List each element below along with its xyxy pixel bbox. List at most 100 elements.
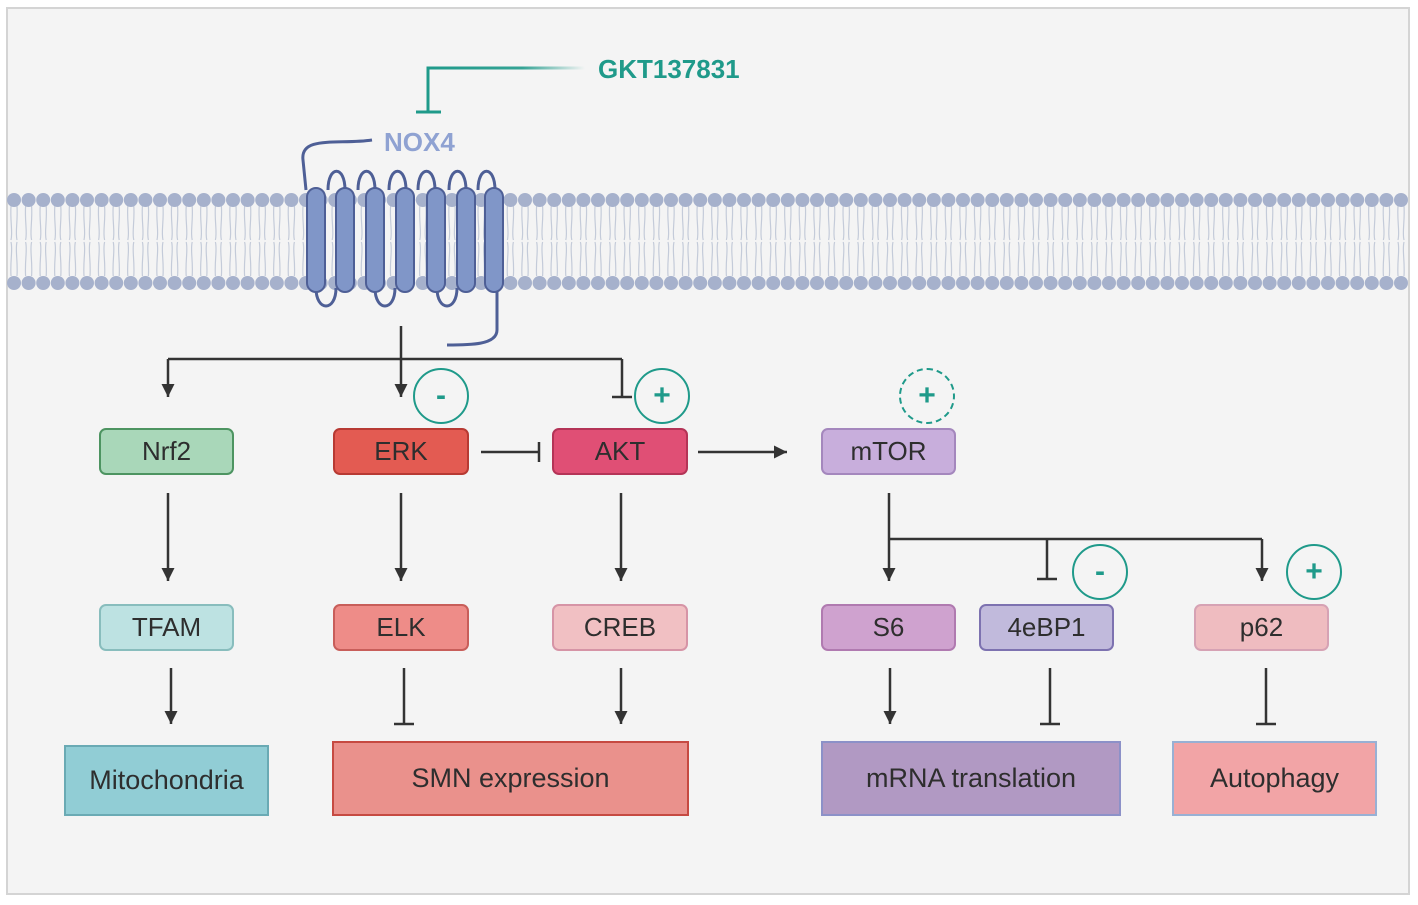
lipid-head-upper — [649, 193, 664, 207]
lipid-tail-upper — [141, 205, 150, 241]
lipid-head-upper — [766, 193, 781, 207]
lipid-head-lower — [211, 276, 226, 290]
lipid-tail-lower — [1251, 241, 1259, 277]
lipid-head-lower — [1014, 276, 1029, 290]
lipid-tail-lower — [564, 241, 573, 277]
lipid-head-lower — [634, 276, 649, 290]
lipid-head-upper — [109, 193, 124, 207]
lipid-head-lower — [1291, 276, 1306, 290]
lipid-head-lower — [65, 276, 80, 290]
lipid-head-lower — [123, 276, 138, 290]
lipid-tail-upper — [1002, 205, 1011, 241]
lipid-tail-lower — [740, 241, 748, 277]
lipid-tail-upper — [170, 205, 179, 241]
lipid-head-lower — [94, 276, 109, 290]
lipid-head-lower — [445, 276, 459, 290]
lipid-tail-lower — [535, 241, 544, 277]
transmembrane-helix — [306, 187, 326, 293]
lipid-tail-lower — [83, 241, 91, 277]
lipid-tail-upper — [1148, 205, 1157, 241]
lipid-tail-lower — [1382, 241, 1391, 277]
lipid-head-upper — [956, 193, 970, 207]
lipid-head-lower — [255, 276, 270, 290]
transmembrane-helix — [426, 187, 446, 293]
lipid-head-lower — [1321, 276, 1335, 290]
lipid-head-lower — [868, 276, 883, 290]
lipid-tail-lower — [1338, 241, 1347, 277]
lipid-tail-upper — [126, 205, 135, 241]
lipid-head-upper — [21, 193, 36, 207]
lipid-tail-lower — [1221, 241, 1230, 277]
lipid-head-upper — [1043, 193, 1058, 207]
4ebp1-node: 4eBP1 — [979, 604, 1114, 651]
lipid-tail-upper — [10, 205, 18, 241]
lipid-tail-lower — [988, 241, 997, 277]
lipid-head-lower — [1394, 276, 1408, 290]
lipid-head-lower — [153, 276, 167, 290]
lipid-tail-upper — [608, 205, 617, 241]
lipid-tail-lower — [1090, 241, 1099, 277]
lipid-head-lower — [664, 276, 678, 290]
lipid-head-upper — [182, 193, 197, 207]
lipid-head-upper — [1321, 193, 1335, 207]
lipid-head-upper — [226, 193, 240, 207]
p62-plus-badge: + — [1286, 544, 1342, 600]
lipid-tail-upper — [1294, 205, 1303, 241]
lipid-tail-lower — [871, 241, 880, 277]
lipid-head-lower — [912, 276, 927, 290]
lipid-head-upper — [941, 193, 956, 207]
lipid-tail-lower — [287, 241, 296, 277]
lipid-head-upper — [634, 193, 649, 207]
lipid-head-upper — [576, 193, 591, 207]
lipid-tail-upper — [1032, 205, 1040, 241]
edge-tfam-mito-head — [164, 711, 178, 724]
lipid-tail-upper — [83, 205, 91, 241]
lipid-tail-lower — [1207, 241, 1216, 277]
lipid-tail-upper — [827, 205, 836, 241]
lipid-tail-upper — [1192, 205, 1201, 241]
lipid-head-upper — [1145, 193, 1160, 207]
lipid-tail-lower — [1280, 241, 1289, 277]
lipid-head-lower — [532, 276, 547, 290]
lipid-tail-upper — [1382, 205, 1391, 241]
lipid-tail-lower — [959, 241, 967, 277]
pathway-edges — [161, 326, 1276, 726]
lipid-head-lower — [1233, 276, 1248, 290]
lipid-head-upper — [547, 193, 562, 207]
edge-nrf2-tfam-head — [161, 568, 175, 581]
lipid-tail-upper — [1221, 205, 1230, 241]
lipid-tail-lower — [506, 241, 515, 277]
mrna-translation-box: mRNA translation — [821, 741, 1121, 816]
lipid-tail-lower — [10, 241, 18, 277]
lipid-head-lower — [897, 276, 912, 290]
lipid-tail-lower — [608, 241, 617, 277]
lipid-tail-upper — [1397, 205, 1405, 241]
lipid-tail-upper — [112, 205, 121, 241]
lipid-head-upper — [1364, 193, 1379, 207]
lipid-head-upper — [780, 193, 795, 207]
lipid-head-upper — [1262, 193, 1277, 207]
lipid-tail-upper — [637, 205, 646, 241]
lipid-head-upper — [503, 193, 518, 207]
lipid-tail-upper — [1075, 205, 1084, 241]
lipid-head-upper — [751, 193, 766, 207]
lipid-head-upper — [284, 193, 299, 207]
lipid-tail-upper — [24, 205, 33, 241]
lipid-head-upper — [1394, 193, 1408, 207]
lipid-head-lower — [1364, 276, 1379, 290]
lipid-tail-lower — [1353, 241, 1362, 277]
lipid-tail-lower — [710, 241, 719, 277]
lipid-head-upper — [211, 193, 226, 207]
lipid-tail-lower — [141, 241, 150, 277]
lipid-tail-upper — [477, 205, 486, 241]
lipid-head-lower — [240, 276, 255, 290]
lipid-tail-lower — [243, 241, 252, 277]
lipid-head-upper — [883, 193, 897, 207]
erk-node: ERK — [333, 428, 469, 475]
lipid-head-lower — [620, 276, 635, 290]
lipid-tail-lower — [1178, 241, 1186, 277]
lipid-head-lower — [591, 276, 605, 290]
lipid-head-upper — [1379, 193, 1394, 207]
lipid-tail-lower — [1061, 241, 1070, 277]
lipid-tail-lower — [68, 241, 77, 277]
